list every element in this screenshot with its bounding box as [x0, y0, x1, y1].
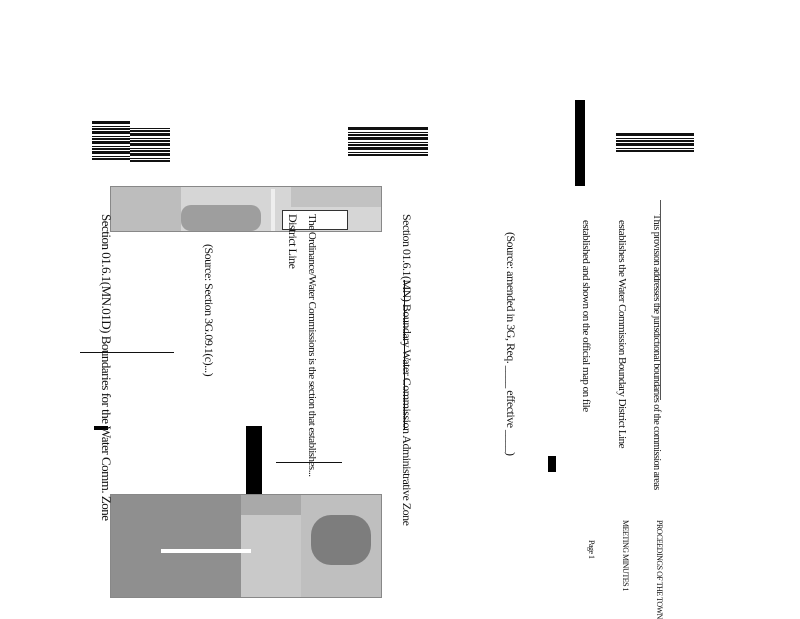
paragraph-right-3: established and shown on the official ma…	[580, 220, 592, 412]
rule-line	[276, 462, 342, 463]
source-note-left: (Source: Section 3G.09.1(c)...)	[202, 244, 216, 377]
aerial-photo-bottom	[110, 494, 382, 598]
caption-middle: The Ordinance/Water Commissions is the s…	[306, 214, 318, 477]
redaction-block	[94, 426, 108, 430]
header-barcode-center	[348, 126, 428, 156]
side-label-1: PROCEEDINGS OF THE TOWN	[655, 520, 664, 619]
header-barcode-left	[92, 120, 130, 160]
district-line-label: District Line	[286, 214, 300, 269]
side-label-3: Page 1	[587, 540, 596, 559]
section-heading-left: Section 01.6.1(MN.01D) Boundaries for th…	[99, 214, 114, 521]
source-note-center: (Source: amended in 3G, Req. ____ effect…	[504, 232, 518, 456]
header-barcode-left-2	[130, 126, 170, 162]
section-heading-center: Section 01.6.1(MN) Boundary Water Commis…	[400, 214, 414, 526]
photo-inset-label	[282, 210, 348, 230]
redaction-block	[548, 456, 556, 472]
paragraph-right-2: establishes the Water Commission Boundar…	[616, 220, 628, 449]
redaction-block	[575, 100, 585, 186]
redaction-block	[246, 426, 262, 496]
rule-line	[660, 200, 661, 400]
header-barcode-right	[616, 132, 694, 152]
rule-line	[80, 352, 174, 353]
side-label-2: MEETING MINUTES 1	[621, 520, 630, 592]
rule-line	[404, 280, 405, 430]
